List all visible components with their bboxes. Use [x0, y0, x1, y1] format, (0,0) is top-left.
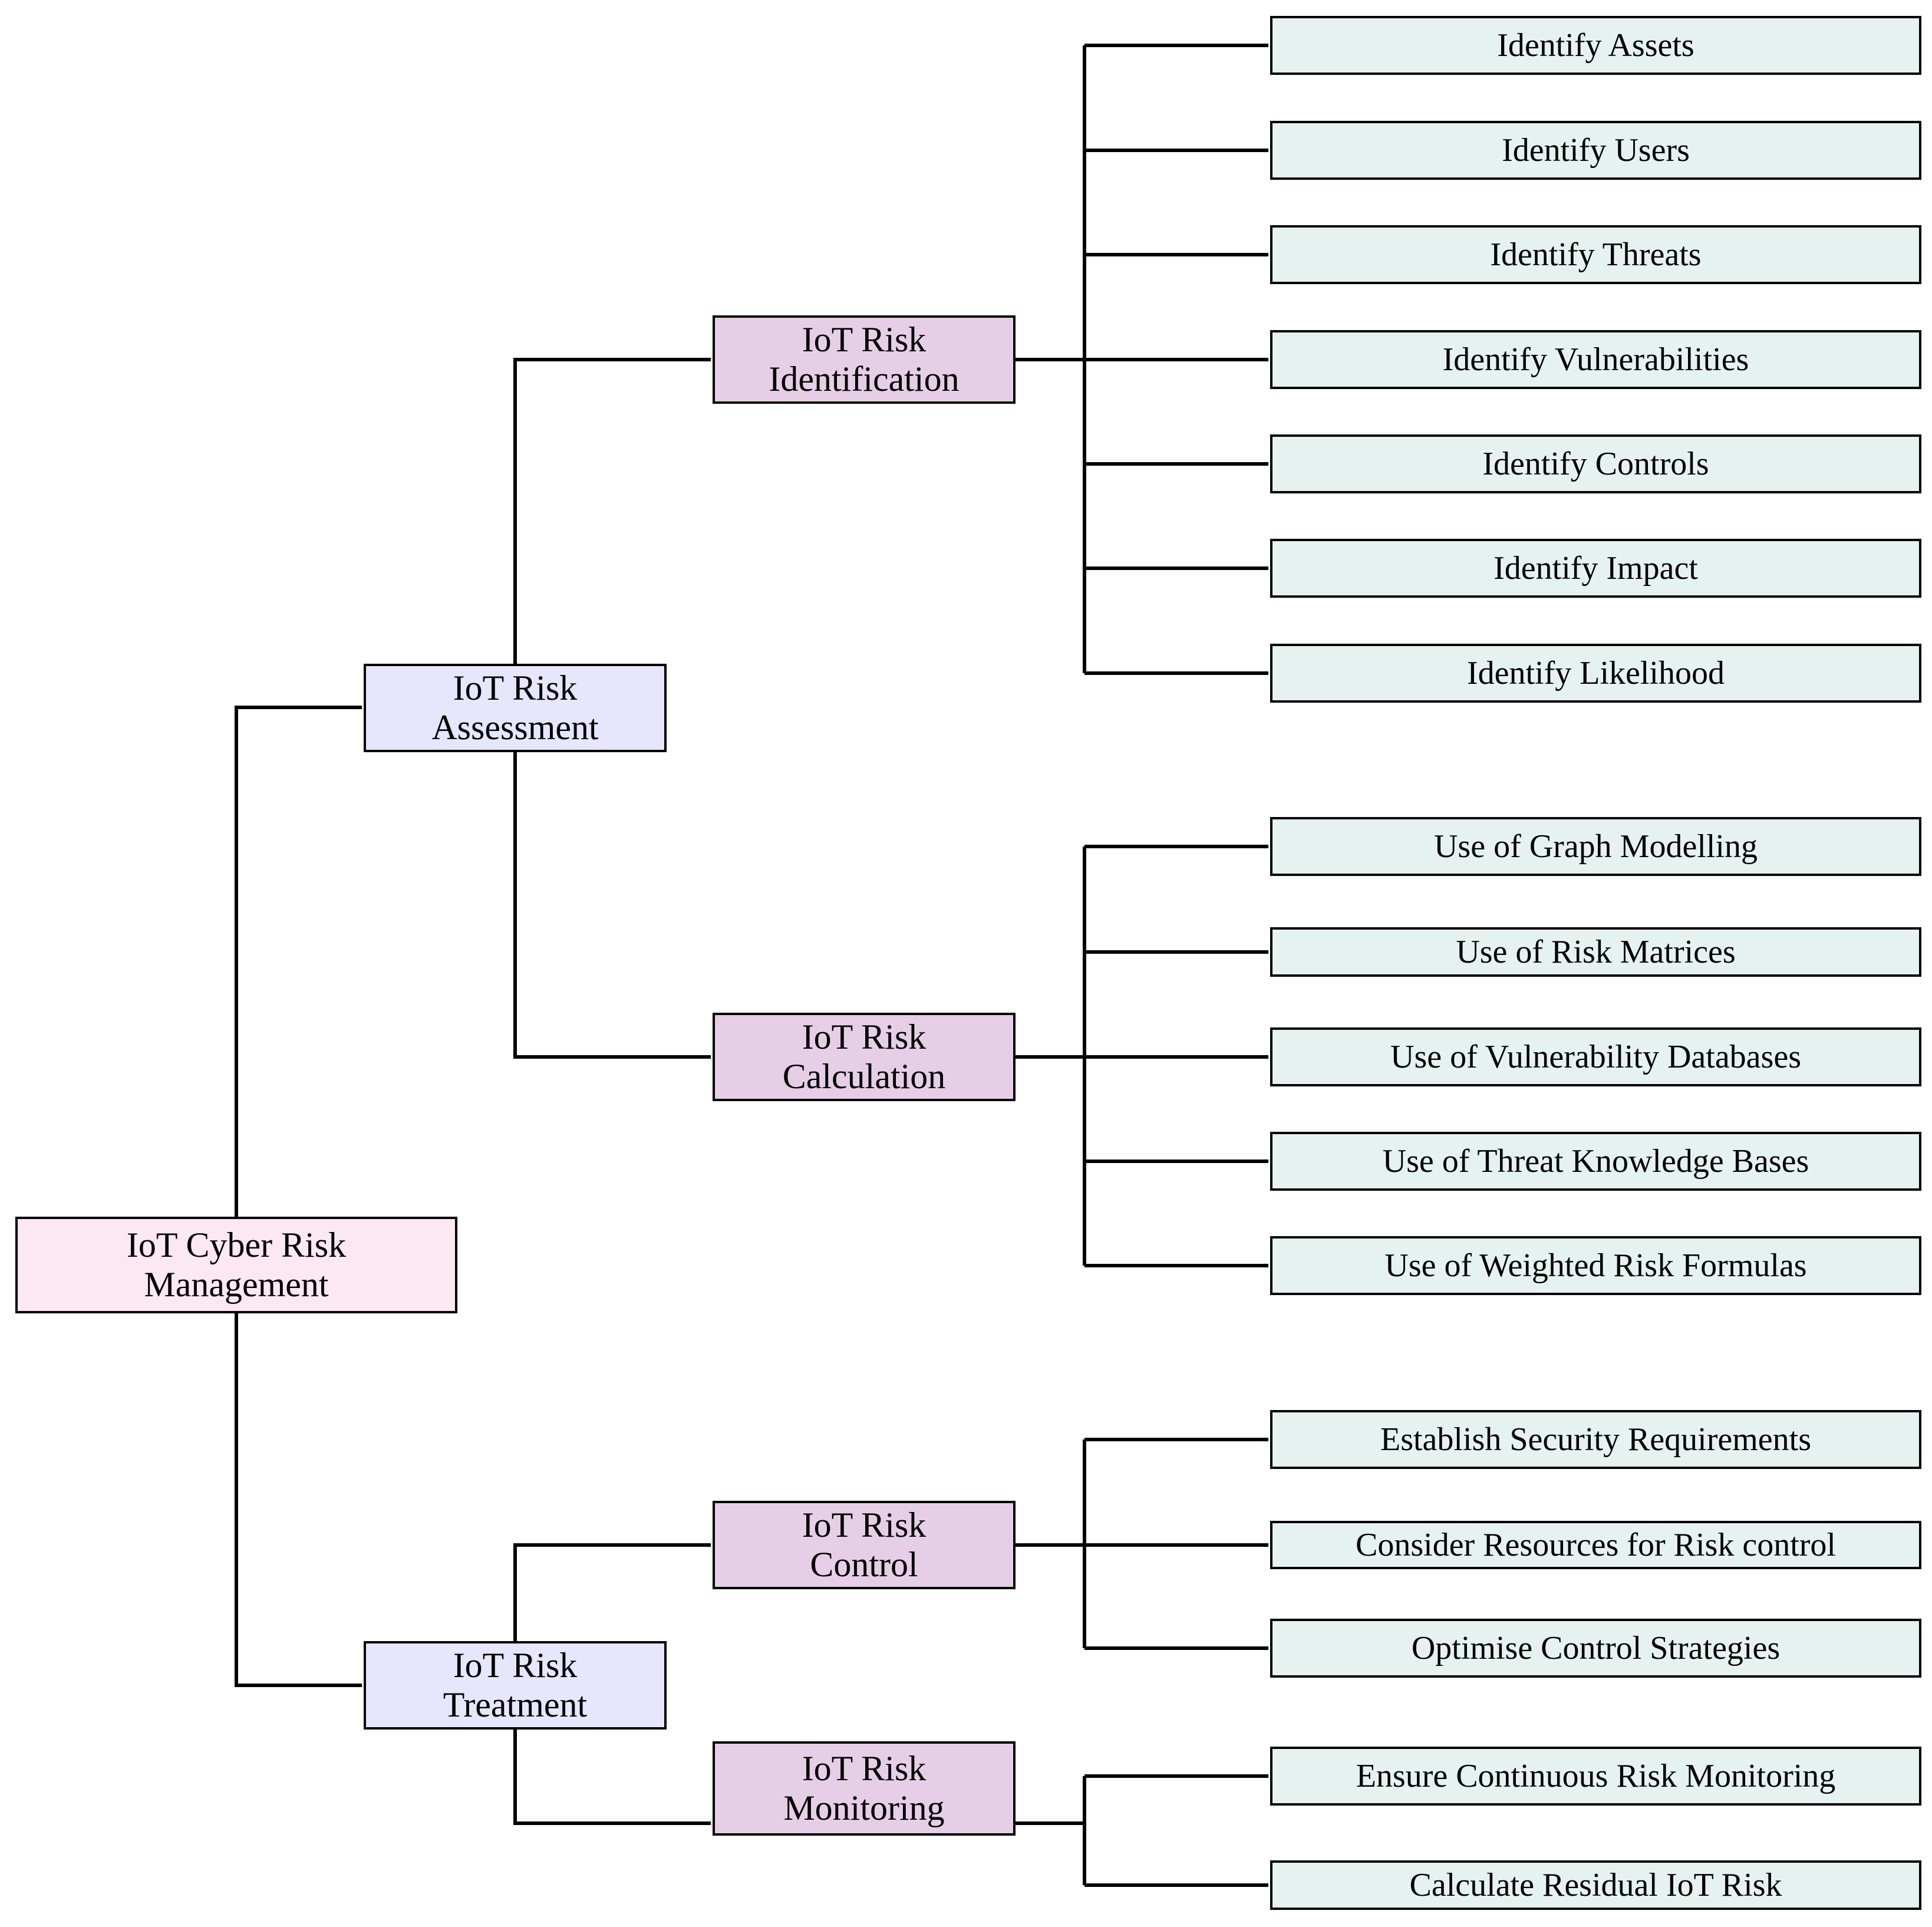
leaf-risk-matrices: Use of Risk Matrices — [1270, 927, 1921, 977]
treatment-node: IoT Risk Treatment — [364, 1641, 667, 1730]
assessment-node: IoT Risk Assessment — [364, 664, 667, 752]
calculation-label-line1: IoT Risk — [802, 1017, 927, 1056]
identification-node: IoT Risk Identification — [713, 315, 1016, 404]
identification-label-line2: Identification — [769, 360, 960, 398]
edge-assessment-calculation — [513, 752, 711, 1059]
leaf-label: Optimise Control Strategies — [1411, 1629, 1781, 1666]
leaf-label: Identify Likelihood — [1466, 654, 1725, 691]
monitoring-label-line1: IoT Risk — [802, 1748, 927, 1788]
leaf-label: Identify Impact — [1493, 549, 1698, 587]
edge-root-treatment — [235, 1313, 362, 1688]
leaf-label: Use of Vulnerability Databases — [1390, 1038, 1801, 1075]
leaf-label: Use of Weighted Risk Formulas — [1384, 1247, 1807, 1284]
treatment-label-line2: Treatment — [443, 1685, 588, 1724]
identification-label-line1: IoT Risk — [802, 319, 927, 359]
leaf-identify-assets: Identify Assets — [1270, 16, 1921, 75]
leaf-residual-iot-risk: Calculate Residual IoT Risk — [1270, 1860, 1921, 1910]
leaf-identify-threats: Identify Threats — [1270, 225, 1921, 284]
edge-root-assessment — [235, 705, 362, 1217]
leaf-label: Calculate Residual IoT Risk — [1409, 1866, 1782, 1903]
leaf-identify-vulnerabilities: Identify Vulnerabilities — [1270, 330, 1921, 389]
leaf-graph-modelling: Use of Graph Modelling — [1270, 817, 1921, 876]
leaf-label: Identify Threats — [1490, 236, 1702, 273]
leaf-label: Ensure Continuous Risk Monitoring — [1356, 1757, 1836, 1794]
root-label-line1: IoT Cyber Risk — [126, 1225, 347, 1264]
edge-treatment-control — [513, 1543, 711, 1641]
assessment-label-line1: IoT Risk — [453, 668, 578, 707]
leaf-identify-controls: Identify Controls — [1270, 434, 1921, 493]
calculation-node: IoT Risk Calculation — [713, 1013, 1016, 1101]
leaf-vulnerability-databases: Use of Vulnerability Databases — [1270, 1027, 1921, 1086]
leaf-label: Identify Users — [1502, 131, 1690, 169]
root-node: IoT Cyber Risk Management — [15, 1217, 457, 1313]
leaf-label: Consider Resources for Risk control — [1356, 1526, 1836, 1563]
leaf-label: Use of Threat Knowledge Bases — [1382, 1142, 1809, 1180]
control-label-line2: Control — [810, 1545, 918, 1584]
root-label-line2: Management — [144, 1265, 329, 1304]
leaf-label: Identify Assets — [1497, 27, 1694, 64]
leaf-identify-likelihood: Identify Likelihood — [1270, 644, 1921, 703]
leaf-threat-knowledge-bases: Use of Threat Knowledge Bases — [1270, 1132, 1921, 1191]
edge-treatment-monitoring — [513, 1730, 711, 1826]
leaf-continuous-risk-monitoring: Ensure Continuous Risk Monitoring — [1270, 1747, 1921, 1806]
leaf-label: Use of Graph Modelling — [1433, 828, 1758, 865]
leaf-weighted-risk-formulas: Use of Weighted Risk Formulas — [1270, 1236, 1921, 1295]
leaf-label: Establish Security Requirements — [1380, 1421, 1811, 1458]
leaf-security-requirements: Establish Security Requirements — [1270, 1410, 1921, 1469]
calculation-label-line2: Calculation — [782, 1057, 946, 1096]
leaf-label: Use of Risk Matrices — [1456, 933, 1736, 970]
monitoring-label-line2: Monitoring — [783, 1788, 945, 1827]
leaf-identify-users: Identify Users — [1270, 121, 1921, 180]
edge-assessment-identification — [513, 357, 711, 664]
monitoring-node: IoT Risk Monitoring — [713, 1741, 1016, 1836]
leaf-resources-risk-control: Consider Resources for Risk control — [1270, 1521, 1921, 1569]
control-node: IoT Risk Control — [713, 1501, 1016, 1589]
leaf-label: Identify Vulnerabilities — [1442, 341, 1749, 378]
leaf-label: Identify Controls — [1482, 445, 1709, 482]
assessment-label-line2: Assessment — [431, 708, 599, 747]
leaf-identify-impact: Identify Impact — [1270, 539, 1921, 598]
control-label-line1: IoT Risk — [802, 1505, 927, 1544]
leaf-optimise-control-strategies: Optimise Control Strategies — [1270, 1619, 1921, 1678]
treatment-label-line1: IoT Risk — [453, 1645, 578, 1685]
